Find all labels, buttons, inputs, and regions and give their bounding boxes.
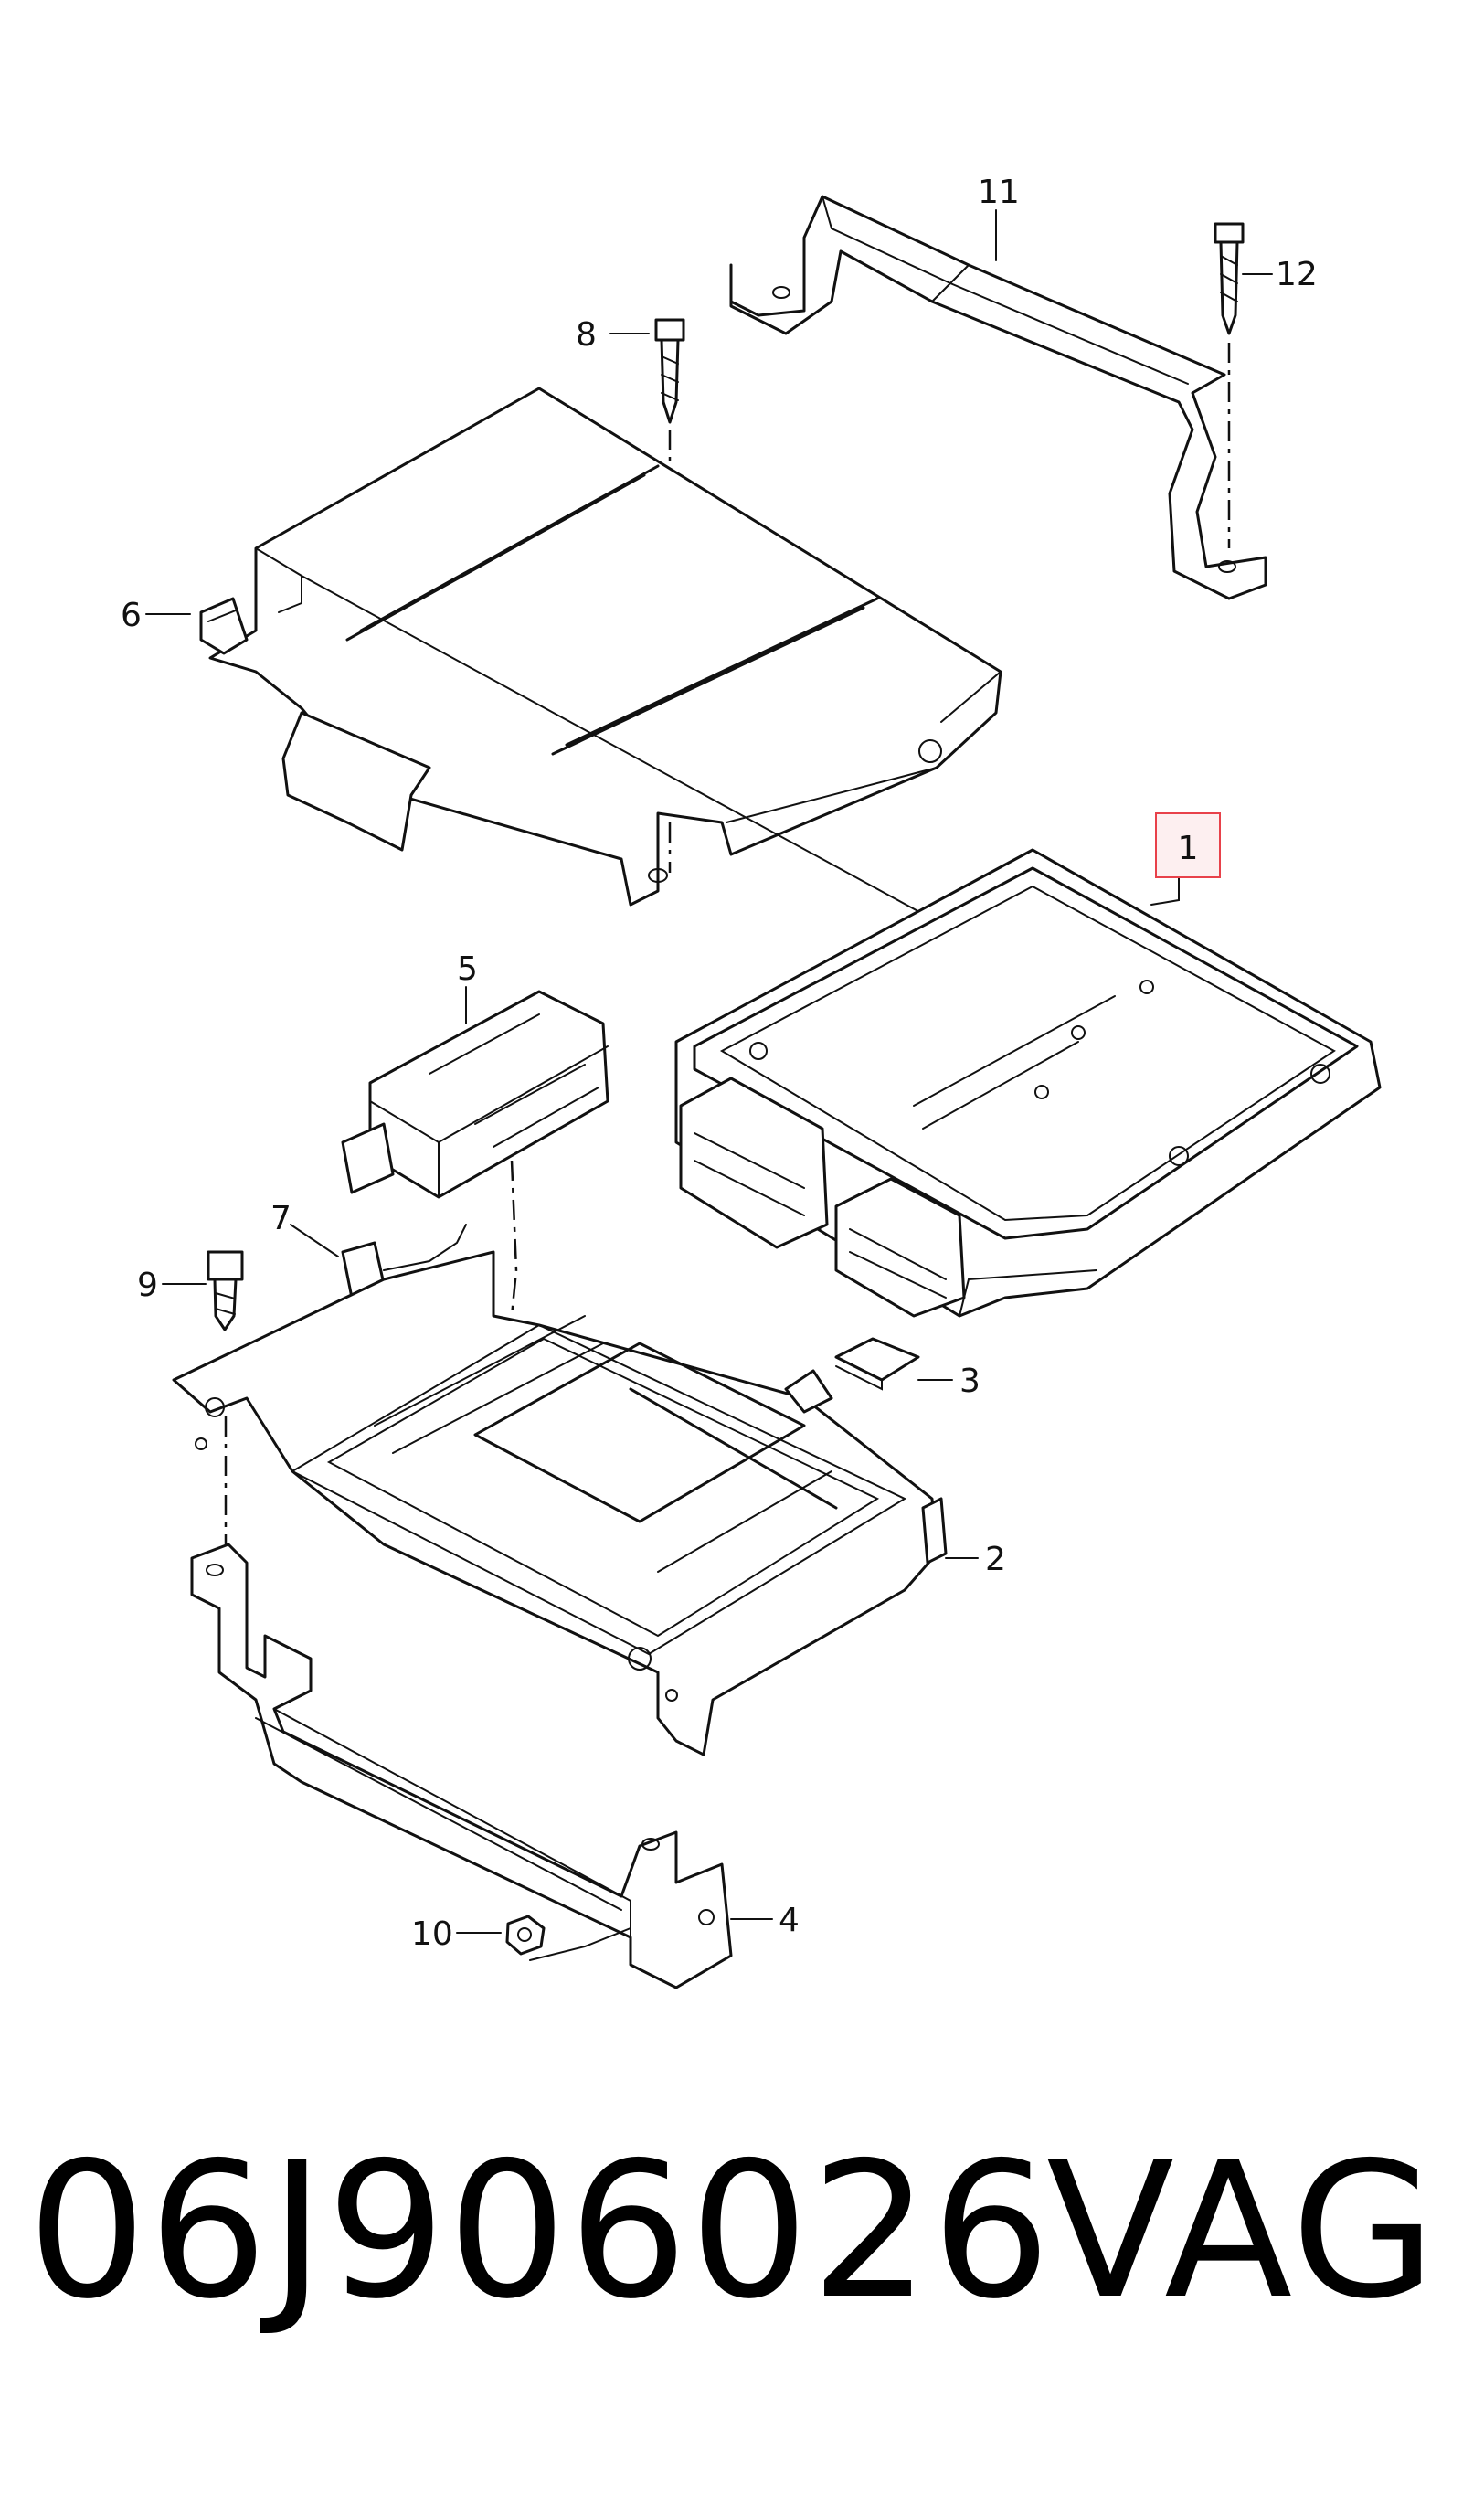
- part-11-bracket: [729, 195, 1267, 600]
- part-2-tray: [172, 1250, 948, 1756]
- callout-9: 9: [137, 1267, 158, 1304]
- callouts: 1 2 3 4 5 6 7 8 9 10 11 12: [121, 174, 1318, 1953]
- callout-1-highlight: [1155, 812, 1221, 878]
- callout-5: 5: [457, 950, 478, 988]
- part-4-bracket: [190, 1543, 733, 1989]
- leader-lines: [145, 209, 1273, 1934]
- brand-caption: VAG: [1046, 2123, 1438, 2340]
- callout-8: 8: [576, 316, 597, 354]
- callout-7: 7: [270, 1200, 292, 1237]
- part-1-control-unit: [674, 848, 1382, 1318]
- part-6-clip: [199, 597, 249, 655]
- part-5-holder: [341, 990, 610, 1317]
- callout-11: 11: [978, 174, 1020, 211]
- callout-6: 6: [121, 597, 142, 634]
- callout-1: 1: [1178, 830, 1199, 867]
- part-3-pad: [834, 1337, 920, 1391]
- callout-10: 10: [411, 1915, 453, 1953]
- part-number-caption: 06J906026: [27, 2123, 1053, 2340]
- part-12-screw: [1214, 222, 1245, 548]
- part-10-nut: [505, 1915, 631, 1961]
- callout-2: 2: [985, 1541, 1006, 1578]
- callout-12: 12: [1276, 256, 1318, 293]
- callout-4: 4: [779, 1902, 800, 1939]
- part-9-bolt: [207, 1250, 244, 1572]
- callout-3: 3: [959, 1363, 980, 1400]
- cover-plate: [208, 387, 1002, 915]
